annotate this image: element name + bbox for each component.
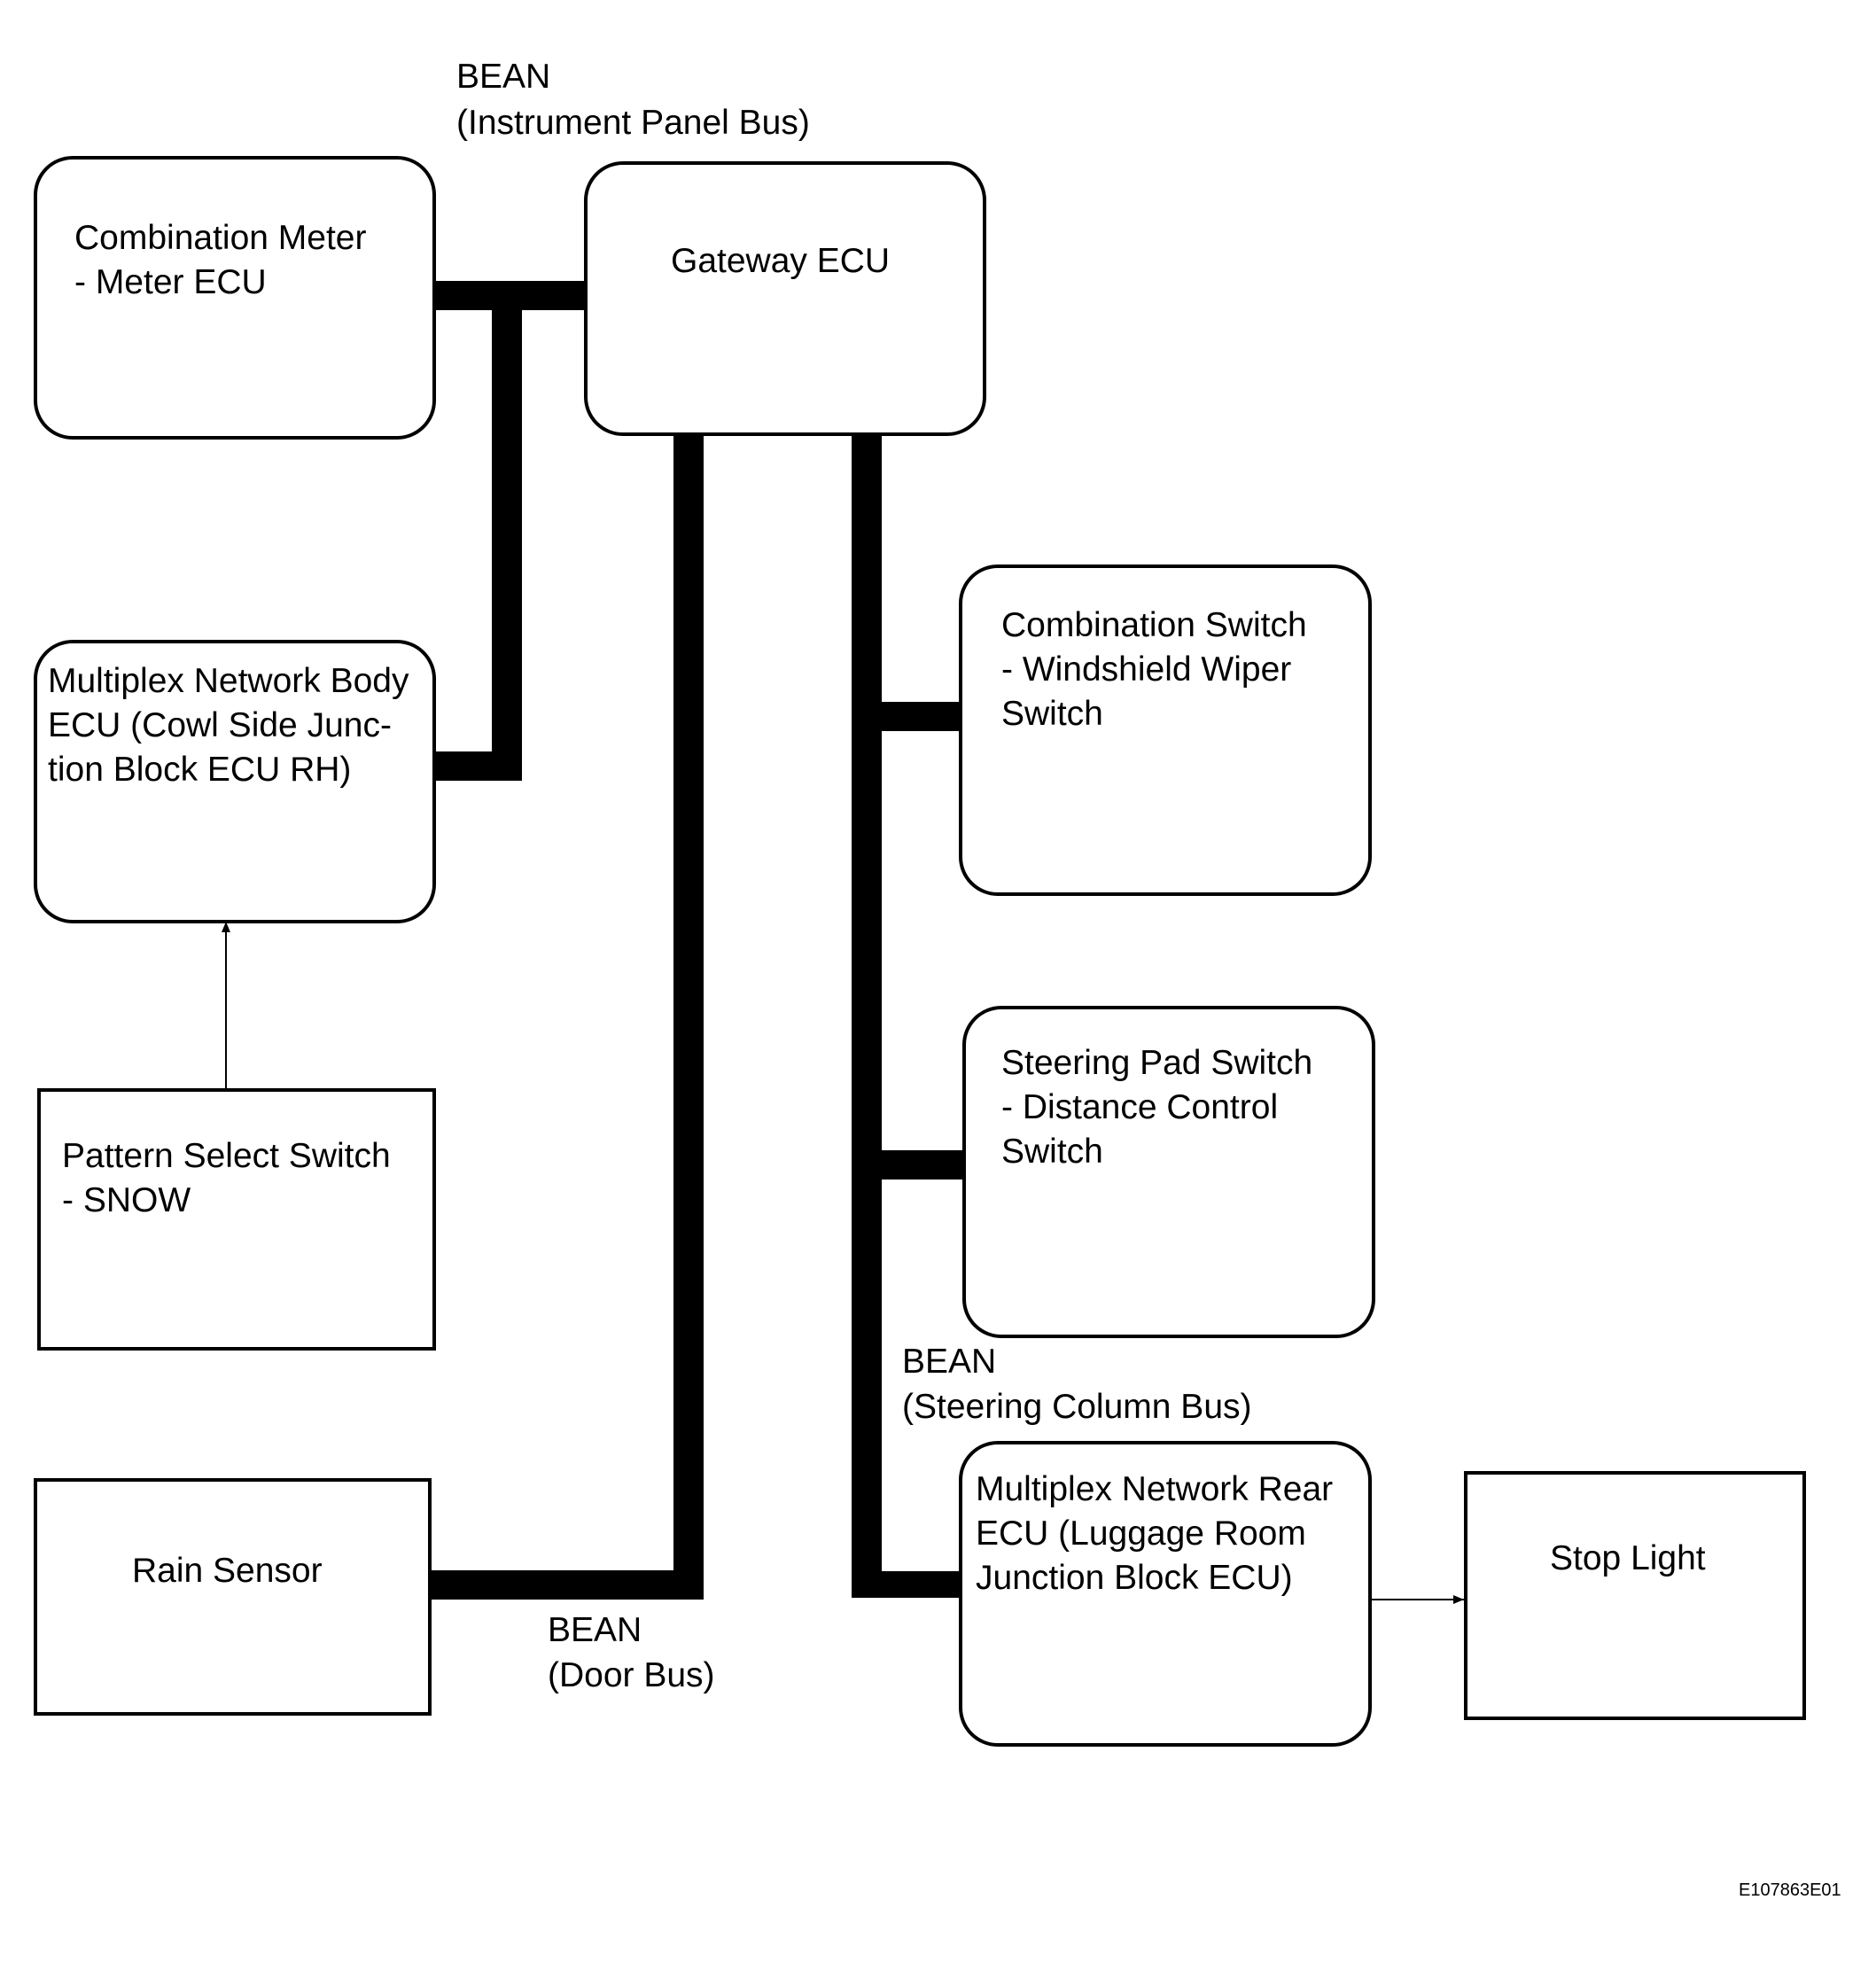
steering-bus-to-combination-switch	[852, 702, 959, 731]
steering-pad-switch-label: Steering Pad Switch - Distance Control S…	[1001, 1044, 1313, 1171]
multiplex-rear-ecu-box: Multiplex Network Rear ECU (Luggage Room…	[959, 1441, 1372, 1747]
door-bus-vertical	[673, 432, 704, 1598]
reference-code: E107863E01	[1739, 1880, 1841, 1900]
rain-sensor-box: Rain Sensor	[34, 1478, 432, 1716]
multiplex-body-ecu-label: Multiplex Network Body ECU (Cowl Side Ju…	[48, 662, 409, 789]
steering-column-bus-label-line1: BEAN	[902, 1343, 997, 1381]
steering-column-bus-label-line2: (Steering Column Bus)	[902, 1388, 1252, 1426]
combination-switch-label: Combination Switch - Windshield Wiper Sw…	[1001, 606, 1307, 733]
rain-sensor-label: Rain Sensor	[132, 1552, 323, 1590]
instrument-panel-bus-label-line1: BEAN	[456, 58, 551, 96]
door-bus-horizontal	[428, 1570, 704, 1600]
steering-pad-switch-box: Steering Pad Switch - Distance Control S…	[962, 1006, 1375, 1338]
gateway-ecu-label: Gateway ECU	[671, 242, 891, 280]
instrument-panel-bus-to-body-ecu	[432, 751, 522, 781]
multiplex-body-ecu-box: Multiplex Network Body ECU (Cowl Side Ju…	[34, 640, 436, 923]
multiplex-rear-ecu-label: Multiplex Network Rear ECU (Luggage Room…	[976, 1470, 1334, 1597]
pattern-select-switch-box: Pattern Select Switch - SNOW	[37, 1088, 436, 1351]
instrument-panel-bus-label-line2: (Instrument Panel Bus)	[456, 104, 810, 142]
pattern-select-switch-label: Pattern Select Switch - SNOW	[62, 1137, 391, 1219]
door-bus-label-line1: BEAN	[548, 1611, 642, 1649]
combination-meter-label: Combination Meter - Meter ECU	[74, 219, 367, 301]
gateway-ecu-box: Gateway ECU	[584, 161, 986, 436]
stop-light-label: Stop Light	[1550, 1539, 1706, 1577]
steering-bus-to-rear-ecu	[852, 1571, 959, 1598]
steering-bus-to-steering-pad	[852, 1150, 962, 1180]
steering-column-bus-vertical	[852, 432, 882, 1598]
combination-switch-box: Combination Switch - Windshield Wiper Sw…	[959, 564, 1372, 896]
instrument-panel-bus-vertical	[492, 292, 522, 780]
stop-light-box: Stop Light	[1464, 1471, 1806, 1720]
combination-meter-box: Combination Meter - Meter ECU	[34, 156, 436, 440]
door-bus-label-line2: (Door Bus)	[548, 1656, 715, 1694]
